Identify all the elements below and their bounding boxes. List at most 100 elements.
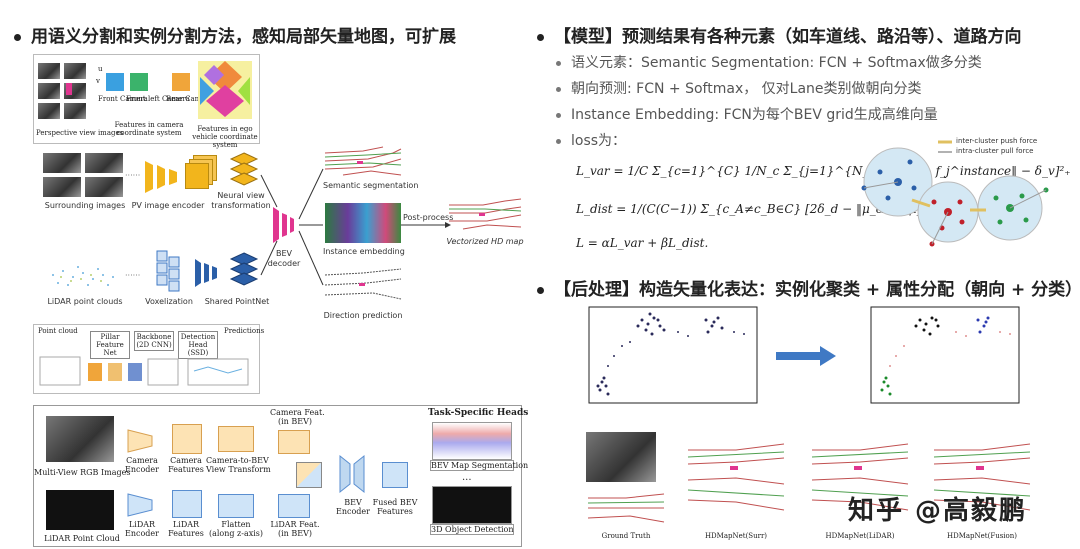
sub-dot xyxy=(556,60,561,66)
lidar-point-cloud xyxy=(52,266,114,286)
fused-bev xyxy=(382,462,408,488)
lidar-image xyxy=(46,490,114,530)
item-semantic-text: 语义元素：Semantic Segmentation: FCN + Softma… xyxy=(571,55,982,71)
multi-view-images xyxy=(46,416,114,462)
surrounding-label: Surrounding images xyxy=(44,201,126,210)
bev-stack-blue xyxy=(229,252,259,286)
lidar-label: LiDAR point clouds xyxy=(47,297,123,306)
pp-point-cloud: Point cloud xyxy=(38,327,78,335)
fusion-block xyxy=(296,462,322,488)
bullet-dot xyxy=(537,33,544,41)
pp-backbone: Backbone (2D CNN) xyxy=(134,331,174,351)
sub-dot xyxy=(556,112,561,118)
gt-map xyxy=(587,493,665,523)
camera-coord-label: Features in camera coordinate system xyxy=(114,121,184,137)
item-loss: loss为： xyxy=(556,130,626,150)
legend-pull: intra-cluster pull force xyxy=(956,147,1034,155)
camera-bev-label: Camera-to-BEV View Transform xyxy=(206,456,271,474)
heads-ellipsis: ... xyxy=(462,472,472,483)
car-marker xyxy=(66,83,72,95)
item-direction-text: 朝向预测: FCN + Softmax， 仅对Lane类别做朝向分类 xyxy=(571,81,922,97)
perspective-images xyxy=(38,63,88,123)
pv-feature-stack xyxy=(185,155,217,191)
front-left-camera-feature xyxy=(130,73,148,91)
left-heading: 用语义分割和实例分割方法，感知局部矢量地图，可扩展 xyxy=(14,22,456,47)
gt-camera xyxy=(586,432,656,482)
fused-bev-label: Fused BEV Features xyxy=(372,498,418,516)
vectorized-map xyxy=(449,198,522,230)
ego-coord-label: Features in ego vehicle coordinate syste… xyxy=(192,125,258,149)
map-seg-label: BEV Map Segmentation xyxy=(430,460,529,471)
camera-bev-transform xyxy=(218,426,254,452)
figure-hdmapnet-pipeline: Surrounding images ······ PV image encod… xyxy=(33,145,524,327)
flatten-label: Flatten (along z-axis) xyxy=(208,520,264,538)
post-process-label: Post-process xyxy=(403,213,454,222)
item-direction: 朝向预测: FCN + Softmax， 仅对Lane类别做朝向分类 xyxy=(556,78,922,98)
label-surr: HDMapNet(Surr) xyxy=(704,532,768,540)
camera-encoder-label: Camera Encoder xyxy=(125,456,159,474)
camera-features-label: Camera Features xyxy=(168,456,204,474)
map-seg-output xyxy=(432,422,512,460)
lidar-feat-bev xyxy=(278,494,310,518)
item-instance: Instance Embedding: FCN为每个BEV grid生成高维向量 xyxy=(556,104,938,124)
figure-view-transform: Front Camera Front left Camera Rear Came… xyxy=(33,54,260,149)
bullet-dot xyxy=(14,33,21,41)
comparison-figure: Ground Truth HDMapNet(Surr) HDMapNet(LiD… xyxy=(586,432,1042,542)
item-loss-text: loss为： xyxy=(571,133,627,149)
loss-var-formula: L_var = 1/C Σ_{c=1}^{C} 1/N_c Σ_{j=1}^{N… xyxy=(576,164,1071,178)
semantic-map xyxy=(324,146,402,176)
det-output xyxy=(432,486,512,524)
lidar-features xyxy=(172,490,202,518)
lidar-map xyxy=(811,443,909,511)
surr-map xyxy=(687,443,785,511)
pointnet-shape xyxy=(195,259,217,287)
flatten-block xyxy=(218,494,254,518)
watermark: 知乎 @高毅鹏 xyxy=(848,496,1028,526)
loss-total-formula: L = αL_var + βL_dist. xyxy=(576,236,709,250)
pp-predictions: Predictions xyxy=(224,327,265,335)
left-heading-text: 用语义分割和实例分割方法，感知局部矢量地图，可扩展 xyxy=(31,27,456,47)
lidar-pc-label: LiDAR Point Cloud xyxy=(44,534,120,543)
clustering-before xyxy=(588,306,758,404)
vectorized-label: Vectorized HD map xyxy=(446,237,524,246)
figure-pointpillars: Point cloud Pillar Feature Net Backbone … xyxy=(33,324,264,394)
bev-decoder-shape xyxy=(273,207,294,243)
det-label: 3D Object Detection xyxy=(430,524,514,535)
postprocess-heading-text: 【后处理】构造矢量化表达：实例化聚类 + 属性分配（朝向 + 分类） xyxy=(554,280,1080,300)
voxel-grid xyxy=(156,250,180,292)
cluster-diagram xyxy=(861,140,1049,247)
camera-feat-bev xyxy=(278,430,310,454)
pp-detail xyxy=(39,356,249,386)
front-camera-feature xyxy=(106,73,124,91)
camera-encoder-shape xyxy=(127,429,153,453)
pointnet-label: Shared PointNet xyxy=(204,297,270,306)
clustering-after xyxy=(870,306,1020,404)
sub-dot xyxy=(556,86,561,92)
direction-map xyxy=(324,268,402,300)
semantic-label: Semantic segmentation xyxy=(323,181,419,190)
bev-decoder-label: BEV decoder xyxy=(267,249,301,268)
rear-camera-feature xyxy=(172,73,190,91)
surrounding-images xyxy=(43,153,123,197)
sub-dot xyxy=(556,138,561,144)
figure-bevfusion: Multi-View RGB Images LiDAR Point Cloud … xyxy=(33,405,529,547)
bev-stack-yellow xyxy=(229,152,259,186)
lidar-encoder-label: LiDAR Encoder xyxy=(125,520,159,538)
pp-pillar-net: Pillar Feature Net xyxy=(90,331,130,359)
front-left-camera-label: Front left Camera xyxy=(126,95,190,103)
instance-label: Instance embedding xyxy=(323,247,405,256)
camera-features xyxy=(172,424,202,454)
bev-encoder-label: BEV Encoder xyxy=(336,498,370,516)
voxel-label: Voxelization xyxy=(145,297,193,306)
neural-view-label: Neural view transformation xyxy=(211,191,271,210)
fusion-map xyxy=(933,443,1031,511)
multi-view-label: Multi-View RGB Images xyxy=(34,468,131,477)
lidar-feat-bev-label: LiDAR Feat. (in BEV) xyxy=(270,520,320,538)
right-heading: 【模型】预测结果有各种元素（如车道线、路沿等）、道路方向 xyxy=(537,22,1022,47)
pv-encoder-shape xyxy=(145,161,177,193)
bev-feature-grid xyxy=(198,61,252,119)
bullet-dot xyxy=(537,286,544,294)
task-heads-title: Task-Specific Heads xyxy=(428,408,529,418)
item-instance-text: Instance Embedding: FCN为每个BEV grid生成高维向量 xyxy=(571,107,938,123)
arrow-right xyxy=(776,346,836,366)
